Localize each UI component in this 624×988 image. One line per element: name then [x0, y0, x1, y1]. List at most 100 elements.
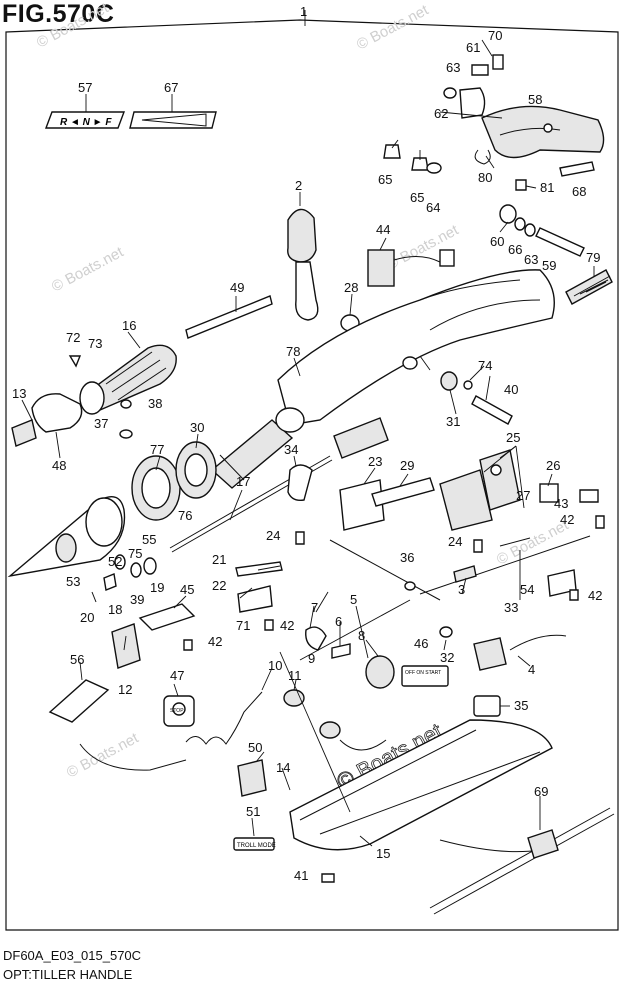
- callout-39: 39: [130, 592, 144, 607]
- lanyard-cord: [79, 743, 187, 771]
- screw-72: [68, 355, 82, 368]
- callout-53: 53: [66, 574, 80, 589]
- callout-66: 66: [508, 242, 522, 257]
- callout-12: 12: [118, 682, 132, 697]
- callout-11: 11: [288, 668, 302, 683]
- callout-42a: 42: [208, 634, 222, 649]
- spacer-60: [499, 204, 517, 224]
- grip-79: [565, 269, 613, 305]
- callout-57: 57: [78, 80, 92, 95]
- callout-24b: 24: [448, 534, 462, 549]
- stop-decal-text: STOP: [170, 708, 184, 714]
- screw-71: [264, 619, 274, 631]
- callout-42d: 42: [280, 618, 294, 633]
- tiller-handle-78: [277, 269, 555, 426]
- plate-21: [235, 561, 283, 577]
- washer-64: [426, 162, 442, 174]
- cable-9: [339, 739, 387, 751]
- bolt-68: [559, 161, 595, 177]
- callout-75: 75: [128, 546, 142, 561]
- troll-decal-text: TROLL MODE: [237, 843, 276, 849]
- spring-80: [474, 149, 491, 165]
- shift-decal-text: R ◄ N ► F: [60, 117, 112, 128]
- spacer-18: [103, 573, 117, 591]
- key-decal-text: OFF ON START: [405, 670, 441, 676]
- watermark: © Boats.net: [34, 0, 112, 52]
- plate-29: [371, 477, 435, 507]
- callout-26: 26: [546, 458, 560, 473]
- throttle-decal: [129, 111, 217, 129]
- callout-72: 72: [66, 330, 80, 345]
- callout-62: 62: [434, 106, 448, 121]
- callout-52: 52: [108, 554, 122, 569]
- troll-decal-51: TROLL MODE: [233, 837, 276, 851]
- callout-1: 1: [300, 4, 307, 19]
- screw-42a: [183, 639, 193, 651]
- callout-16: 16: [122, 318, 136, 333]
- washer-63b: [524, 223, 536, 237]
- leader-lines: [21, 10, 595, 847]
- washer-37: [119, 429, 133, 439]
- callout-69: 69: [534, 784, 548, 799]
- plate-35: [473, 695, 501, 717]
- bracket-23: [339, 479, 385, 531]
- callout-70: 70: [488, 28, 502, 43]
- shift-lever-2: [287, 208, 319, 321]
- callout-2: 2: [295, 178, 302, 193]
- screw-42b: [595, 515, 605, 529]
- callout-41: 41: [294, 868, 308, 883]
- bracket-58: [481, 105, 605, 159]
- cable-3: [419, 535, 591, 595]
- grip-16: [79, 344, 177, 415]
- callout-67: 67: [164, 80, 178, 95]
- washer-66: [514, 217, 526, 231]
- bushing-62: [459, 87, 486, 119]
- callout-48: 48: [52, 458, 66, 473]
- bolt-59: [535, 227, 585, 257]
- screw-81: [515, 179, 527, 191]
- key-decal-46: OFF ON START: [401, 665, 449, 687]
- callout-63a: 63: [446, 60, 460, 75]
- switch-44: [367, 249, 455, 287]
- callout-23: 23: [368, 454, 382, 469]
- callout-9: 9: [308, 651, 315, 666]
- callout-42b: 42: [560, 512, 574, 527]
- callout-10: 10: [268, 658, 282, 673]
- switch-assembly-25: [439, 449, 521, 531]
- callout-74: 74: [478, 358, 492, 373]
- callout-58: 58: [528, 92, 542, 107]
- callout-18: 18: [108, 602, 122, 617]
- callout-60: 60: [490, 234, 504, 249]
- callout-49: 49: [230, 280, 244, 295]
- throttle-shaft: [210, 407, 305, 489]
- washer-38: [120, 399, 132, 409]
- callout-31: 31: [446, 414, 460, 429]
- callout-35: 35: [514, 698, 528, 713]
- bolt-40: [471, 395, 513, 425]
- watermark: © Boats.net: [64, 729, 142, 781]
- callout-80: 80: [478, 170, 492, 185]
- callout-15: 15: [376, 846, 390, 861]
- callout-50: 50: [248, 740, 262, 755]
- callout-81: 81: [540, 180, 554, 195]
- callout-76: 76: [178, 508, 192, 523]
- throttle-knob-48: [11, 393, 83, 447]
- bracket-45: [138, 603, 196, 631]
- callout-37: 37: [94, 416, 108, 431]
- washer-19: [143, 557, 157, 575]
- bolt-24b: [473, 539, 483, 553]
- frame-outline: [5, 19, 619, 931]
- collar-65a: [383, 144, 401, 159]
- clip-36: [404, 581, 416, 591]
- callout-65b: 65: [410, 190, 424, 205]
- callout-42c: 42: [588, 588, 602, 603]
- callout-71: 71: [236, 618, 250, 633]
- callout-4: 4: [528, 662, 535, 677]
- callout-28: 28: [344, 280, 358, 295]
- bracket-43: [579, 489, 599, 503]
- washer-74: [463, 380, 473, 390]
- troll-switch-50: [237, 759, 267, 797]
- callout-30: 30: [190, 420, 204, 435]
- callout-22: 22: [212, 578, 226, 593]
- stop-decal-47: STOP: [163, 695, 195, 727]
